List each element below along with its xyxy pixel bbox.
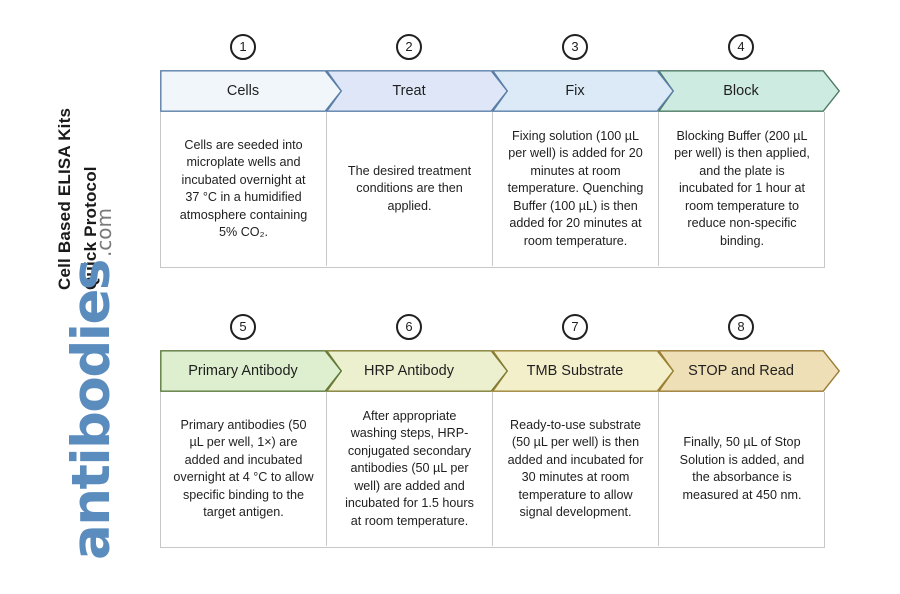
step-number-badge: 1 bbox=[230, 34, 256, 60]
step-banner-label: Treat bbox=[392, 83, 426, 99]
brand-logo: antibodies .com bbox=[48, 208, 122, 560]
step-banner-chevron-shape bbox=[160, 350, 342, 392]
step-description-text: Finally, 50 µL of Stop Solution is added… bbox=[679, 435, 805, 502]
step-description-cell: After appropriate washing steps, HRP-con… bbox=[327, 392, 493, 546]
page-title-line-1: Cell Based ELISA Kits bbox=[55, 107, 74, 290]
step-number-strip-2: 5 6 7 8 bbox=[160, 314, 842, 350]
step-banner[interactable]: Primary Antibody bbox=[160, 350, 342, 392]
brand-logo-word: antibodies bbox=[61, 260, 122, 560]
step-description-text: Ready-to-use substrate (50 µL per well) … bbox=[507, 417, 644, 520]
step-banner-label: Primary Antibody bbox=[188, 363, 298, 379]
process-flow-row-2: 5 6 7 8 Primary Antibody HRP Antibody TMB Sub… bbox=[160, 314, 842, 548]
step-banner-chevron-shape bbox=[160, 70, 342, 112]
step-body-strip-1: Cells are seeded into microplate wells a… bbox=[160, 112, 825, 268]
step-banner[interactable]: Block bbox=[658, 70, 840, 112]
step-body-strip-2: Primary antibodies (50 µL per well, 1×) … bbox=[160, 392, 825, 548]
step-banner-label: Block bbox=[723, 83, 759, 99]
step-number-badge: 3 bbox=[562, 34, 588, 60]
step-banner-strip-2: Primary Antibody HRP Antibody TMB Substrat… bbox=[160, 350, 842, 392]
step-banner[interactable]: Cells bbox=[160, 70, 342, 112]
step-description-text: After appropriate washing steps, HRP-con… bbox=[345, 408, 474, 528]
step-number-strip-1: 1 2 3 4 bbox=[160, 34, 842, 70]
step-banner-label: Fix bbox=[565, 83, 585, 99]
step-banner[interactable]: HRP Antibody bbox=[326, 350, 508, 392]
step-number-badge: 2 bbox=[396, 34, 422, 60]
step-description-cell: Blocking Buffer (200 µL per well) is the… bbox=[659, 112, 825, 266]
step-description-text: Fixing solution (100 µL per well) is add… bbox=[507, 128, 644, 248]
step-banner-strip-1: Cells Treat Fix Block bbox=[160, 70, 842, 112]
step-number-badge: 8 bbox=[728, 314, 754, 340]
step-description-text: Cells are seeded into microplate wells a… bbox=[179, 137, 308, 240]
step-number-badge: 6 bbox=[396, 314, 422, 340]
step-banner-label: Cells bbox=[226, 83, 260, 99]
step-description-cell: Fixing solution (100 µL per well) is add… bbox=[493, 112, 659, 266]
step-number-badge: 4 bbox=[728, 34, 754, 60]
step-banner[interactable]: Treat bbox=[326, 70, 508, 112]
step-description-cell: Ready-to-use substrate (50 µL per well) … bbox=[493, 392, 659, 546]
step-description-text: The desired treatment conditions are the… bbox=[347, 163, 472, 213]
step-description-text: Blocking Buffer (200 µL per well) is the… bbox=[674, 128, 810, 248]
step-number-badge: 5 bbox=[230, 314, 256, 340]
step-description-text: Primary antibodies (50 µL per well, 1×) … bbox=[173, 417, 314, 520]
step-description-cell: Cells are seeded into microplate wells a… bbox=[161, 112, 327, 266]
process-flow-row-1: 1 2 3 4 Cells Treat Fix Block Cells are seeded… bbox=[160, 34, 842, 268]
step-description-cell: The desired treatment conditions are the… bbox=[327, 112, 493, 266]
step-banner-label: STOP and Read bbox=[688, 363, 794, 379]
step-description-cell: Finally, 50 µL of Stop Solution is added… bbox=[659, 392, 825, 546]
step-banner[interactable]: STOP and Read bbox=[658, 350, 840, 392]
step-banner-label: HRP Antibody bbox=[363, 363, 454, 379]
step-banner[interactable]: Fix bbox=[492, 70, 674, 112]
step-banner-label: TMB Substrate bbox=[526, 363, 624, 379]
step-banner[interactable]: TMB Substrate bbox=[492, 350, 674, 392]
step-description-cell: Primary antibodies (50 µL per well, 1×) … bbox=[161, 392, 327, 546]
step-number-badge: 7 bbox=[562, 314, 588, 340]
brand-logo-tld: .com bbox=[92, 207, 116, 258]
